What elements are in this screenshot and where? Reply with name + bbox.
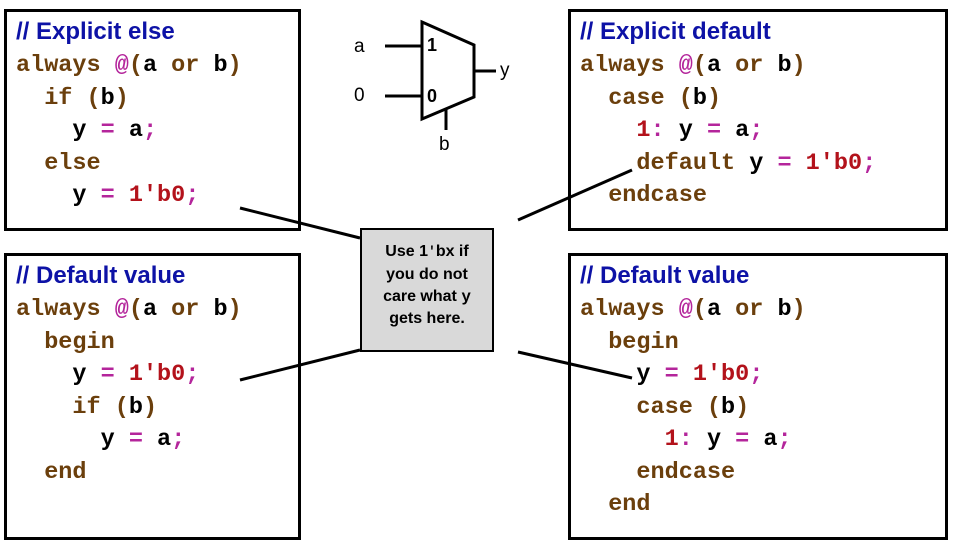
mux-pin-zero-label: 0 [427,86,438,106]
code-box-default-value-case [568,253,948,540]
code-line: end [16,458,87,486]
code-line: default y = 1'b0; [580,149,877,177]
code-line: case (b) [580,84,722,112]
mux-input-zero-label: 0 [354,85,365,106]
code-line: case (b) [580,393,750,421]
comment-default-value-case: // Default value [580,262,750,289]
dont-care-callout: Use 1'bx if you do not care what y gets … [360,228,494,352]
callout-line-3: care what y [383,288,471,306]
code-line: 1: y = a; [580,117,764,144]
code-line: endcase [580,458,736,486]
comment-explicit-else: // Explicit else [16,18,175,45]
mux-pin-one-label: 1 [427,35,438,55]
code-default-value-if: always @(a or b) begin y = 1'b0; if (b) … [16,294,242,489]
connector-top-left [239,206,361,240]
code-line: y = 1'b0; [636,361,764,388]
code-line: begin [580,328,679,356]
code-line: y = 1'b0; [16,182,200,209]
code-line: if (b) [16,393,158,421]
code-line: always @(a or b) [16,296,242,323]
mux-input-a-label: a [354,36,365,57]
callout-line-1: Use 1'bx if [385,243,469,260]
code-default-value-case: always @(a or b) begin y = 1'b0; case (b… [580,294,806,522]
code-line: endcase [580,182,707,209]
code-explicit-else: always @(a or b) if (b) y = a; else y = … [16,50,242,213]
code-line: end [580,491,651,518]
callout-line-4: gets here. [389,310,465,327]
code-line: else [16,149,101,177]
code-line: if (b) [16,84,129,112]
code-line: begin [16,328,115,356]
code-line: always @(a or b) [16,52,242,79]
mux-output-label: y [500,60,510,81]
comment-default-value-if: // Default value [16,262,186,289]
connector-bottom-left [239,348,361,382]
code-box-default-value-if [4,253,301,540]
code-line: y = a; [16,117,158,144]
code-box-explicit-else [4,9,301,231]
callout-line-2: you do not [386,266,468,283]
code-line: always @(a or b) [580,52,806,79]
comment-explicit-default: // Explicit default [580,18,771,45]
connector-top-right [517,168,633,222]
mux-select-label: b [439,134,450,155]
code-explicit-default: always @(a or b) case (b) 1: y = a; defa… [580,50,876,213]
code-line: y = a; [16,426,186,453]
code-line: y = 1'b0; [16,361,200,388]
code-line: always @(a or b) [580,296,806,323]
mux-icon [420,19,476,122]
code-line: 1: y = a; [580,426,792,453]
code-box-explicit-default [568,9,948,231]
connector-bottom-right [517,350,633,380]
